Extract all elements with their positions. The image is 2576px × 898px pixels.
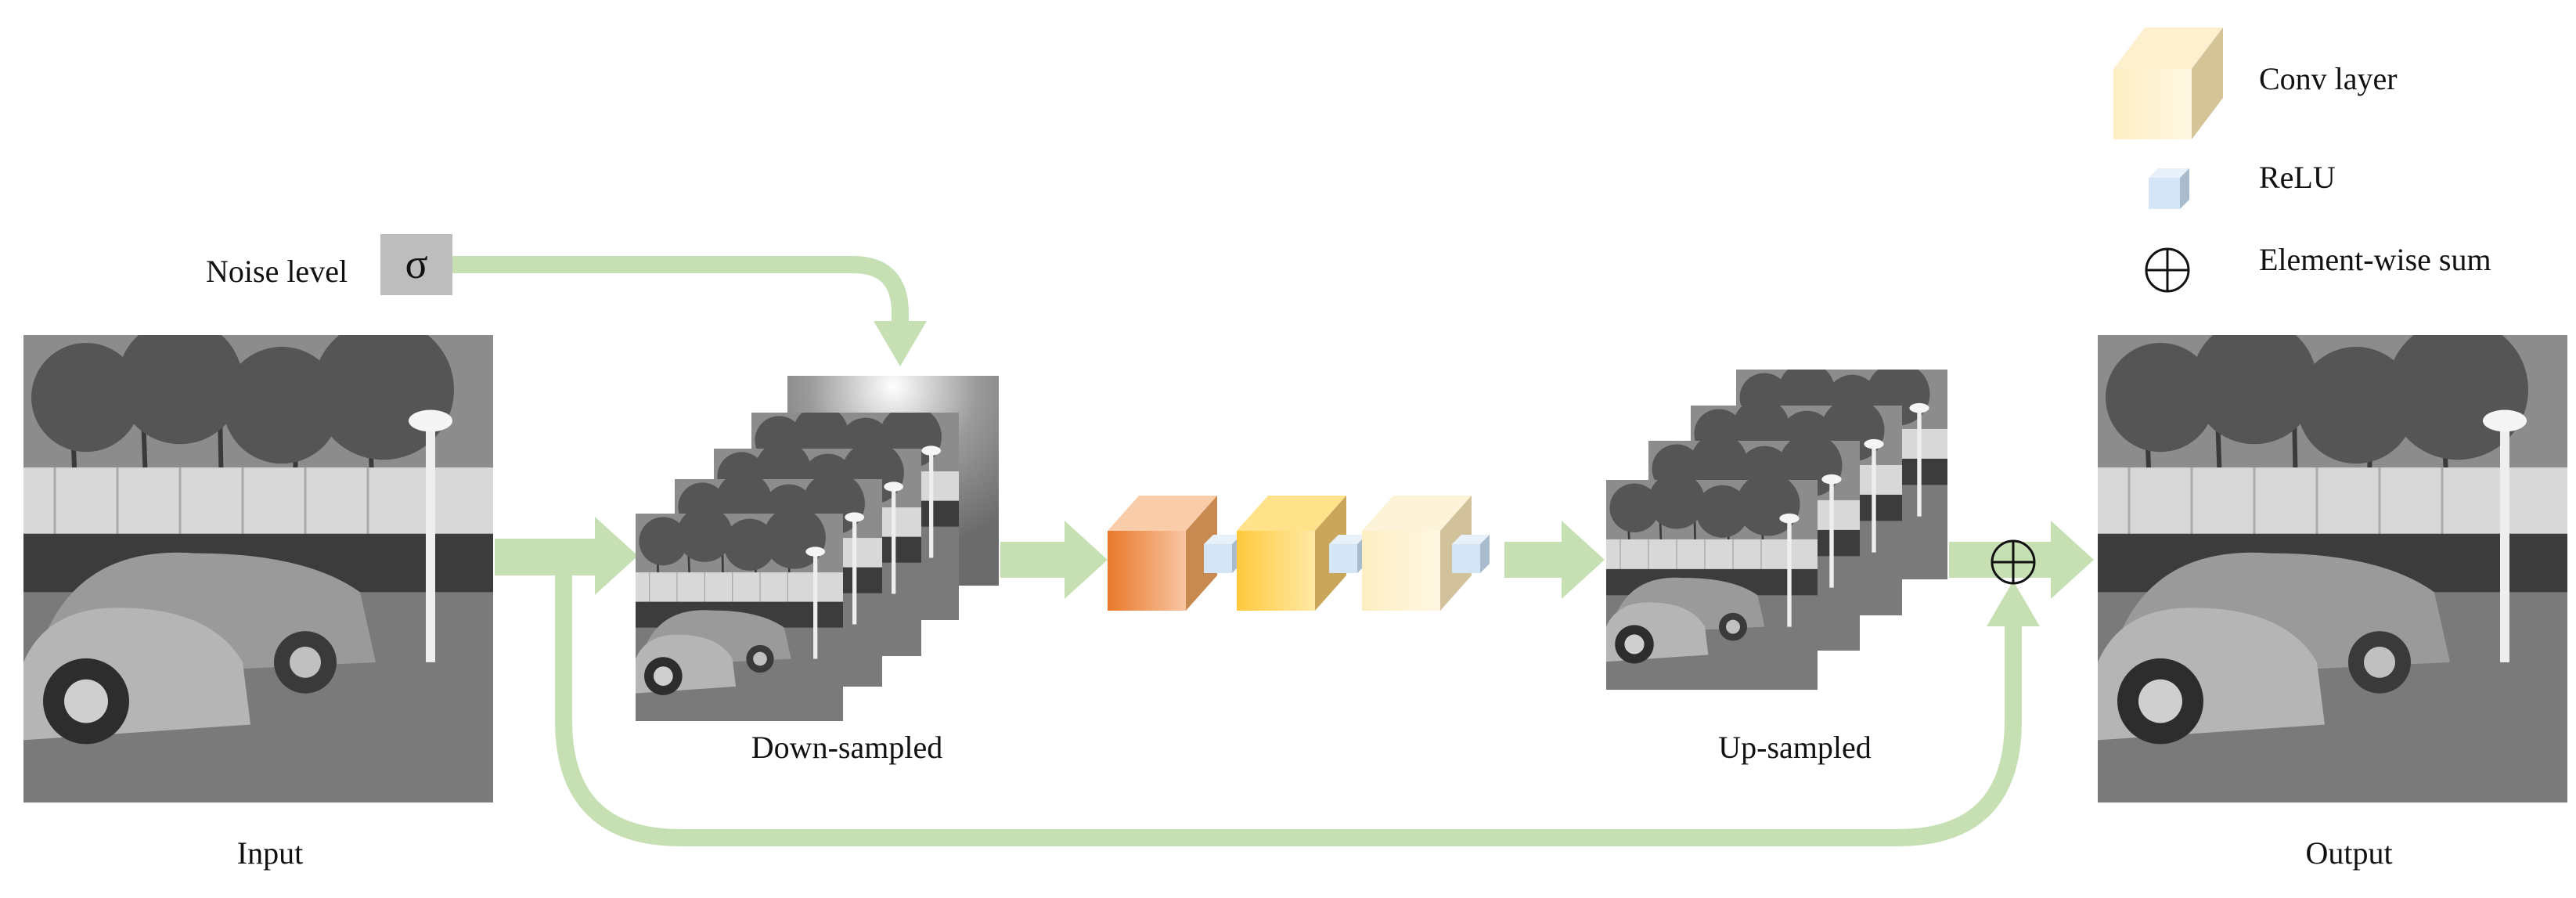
arrow-to-conv-layers xyxy=(1000,521,1108,599)
noise-arrow-line xyxy=(452,256,909,327)
legend-sum-label: Element-wise sum xyxy=(2259,242,2491,277)
arrow-input-to-downsampled xyxy=(495,517,638,595)
relu-1 xyxy=(1204,535,1241,573)
conv-layer-2 xyxy=(1237,496,1346,611)
skip-connection-head xyxy=(1987,581,2040,626)
arrow-to-output xyxy=(1949,521,2094,599)
output-image xyxy=(2098,319,2567,802)
element-wise-sum-icon xyxy=(1991,539,2036,585)
relu-2 xyxy=(1329,535,1367,573)
legend-relu-label: ReLU xyxy=(2259,160,2336,195)
legend-conv-label: Conv layer xyxy=(2259,61,2398,96)
down-sampled-label: Down-sampled xyxy=(751,730,942,765)
conv-layer-1 xyxy=(1108,496,1217,611)
down-sampled-image xyxy=(636,507,843,721)
input-label: Input xyxy=(237,835,303,871)
up-sampled-image xyxy=(1606,473,1818,690)
down-sampled-stack xyxy=(636,376,999,721)
input-image xyxy=(23,319,493,802)
legend-relu-cube-icon xyxy=(2149,168,2189,209)
up-sampled-stack xyxy=(1606,362,1947,690)
sigma-box xyxy=(380,234,452,295)
legend-conv-cube-icon xyxy=(2113,27,2223,139)
legend: Conv layer ReLU Element-wise sum xyxy=(2113,27,2491,293)
up-sampled-label: Up-sampled xyxy=(1718,730,1872,765)
output-label: Output xyxy=(2305,835,2392,871)
relu-3 xyxy=(1452,535,1490,573)
noise-level-label: Noise level xyxy=(206,254,348,289)
legend-sum-icon xyxy=(2145,247,2190,293)
skip-connection-line xyxy=(555,556,2022,846)
noise-arrow-head xyxy=(874,321,927,366)
arrow-to-up-sampled xyxy=(1504,521,1605,599)
sigma-symbol: σ xyxy=(405,240,427,287)
